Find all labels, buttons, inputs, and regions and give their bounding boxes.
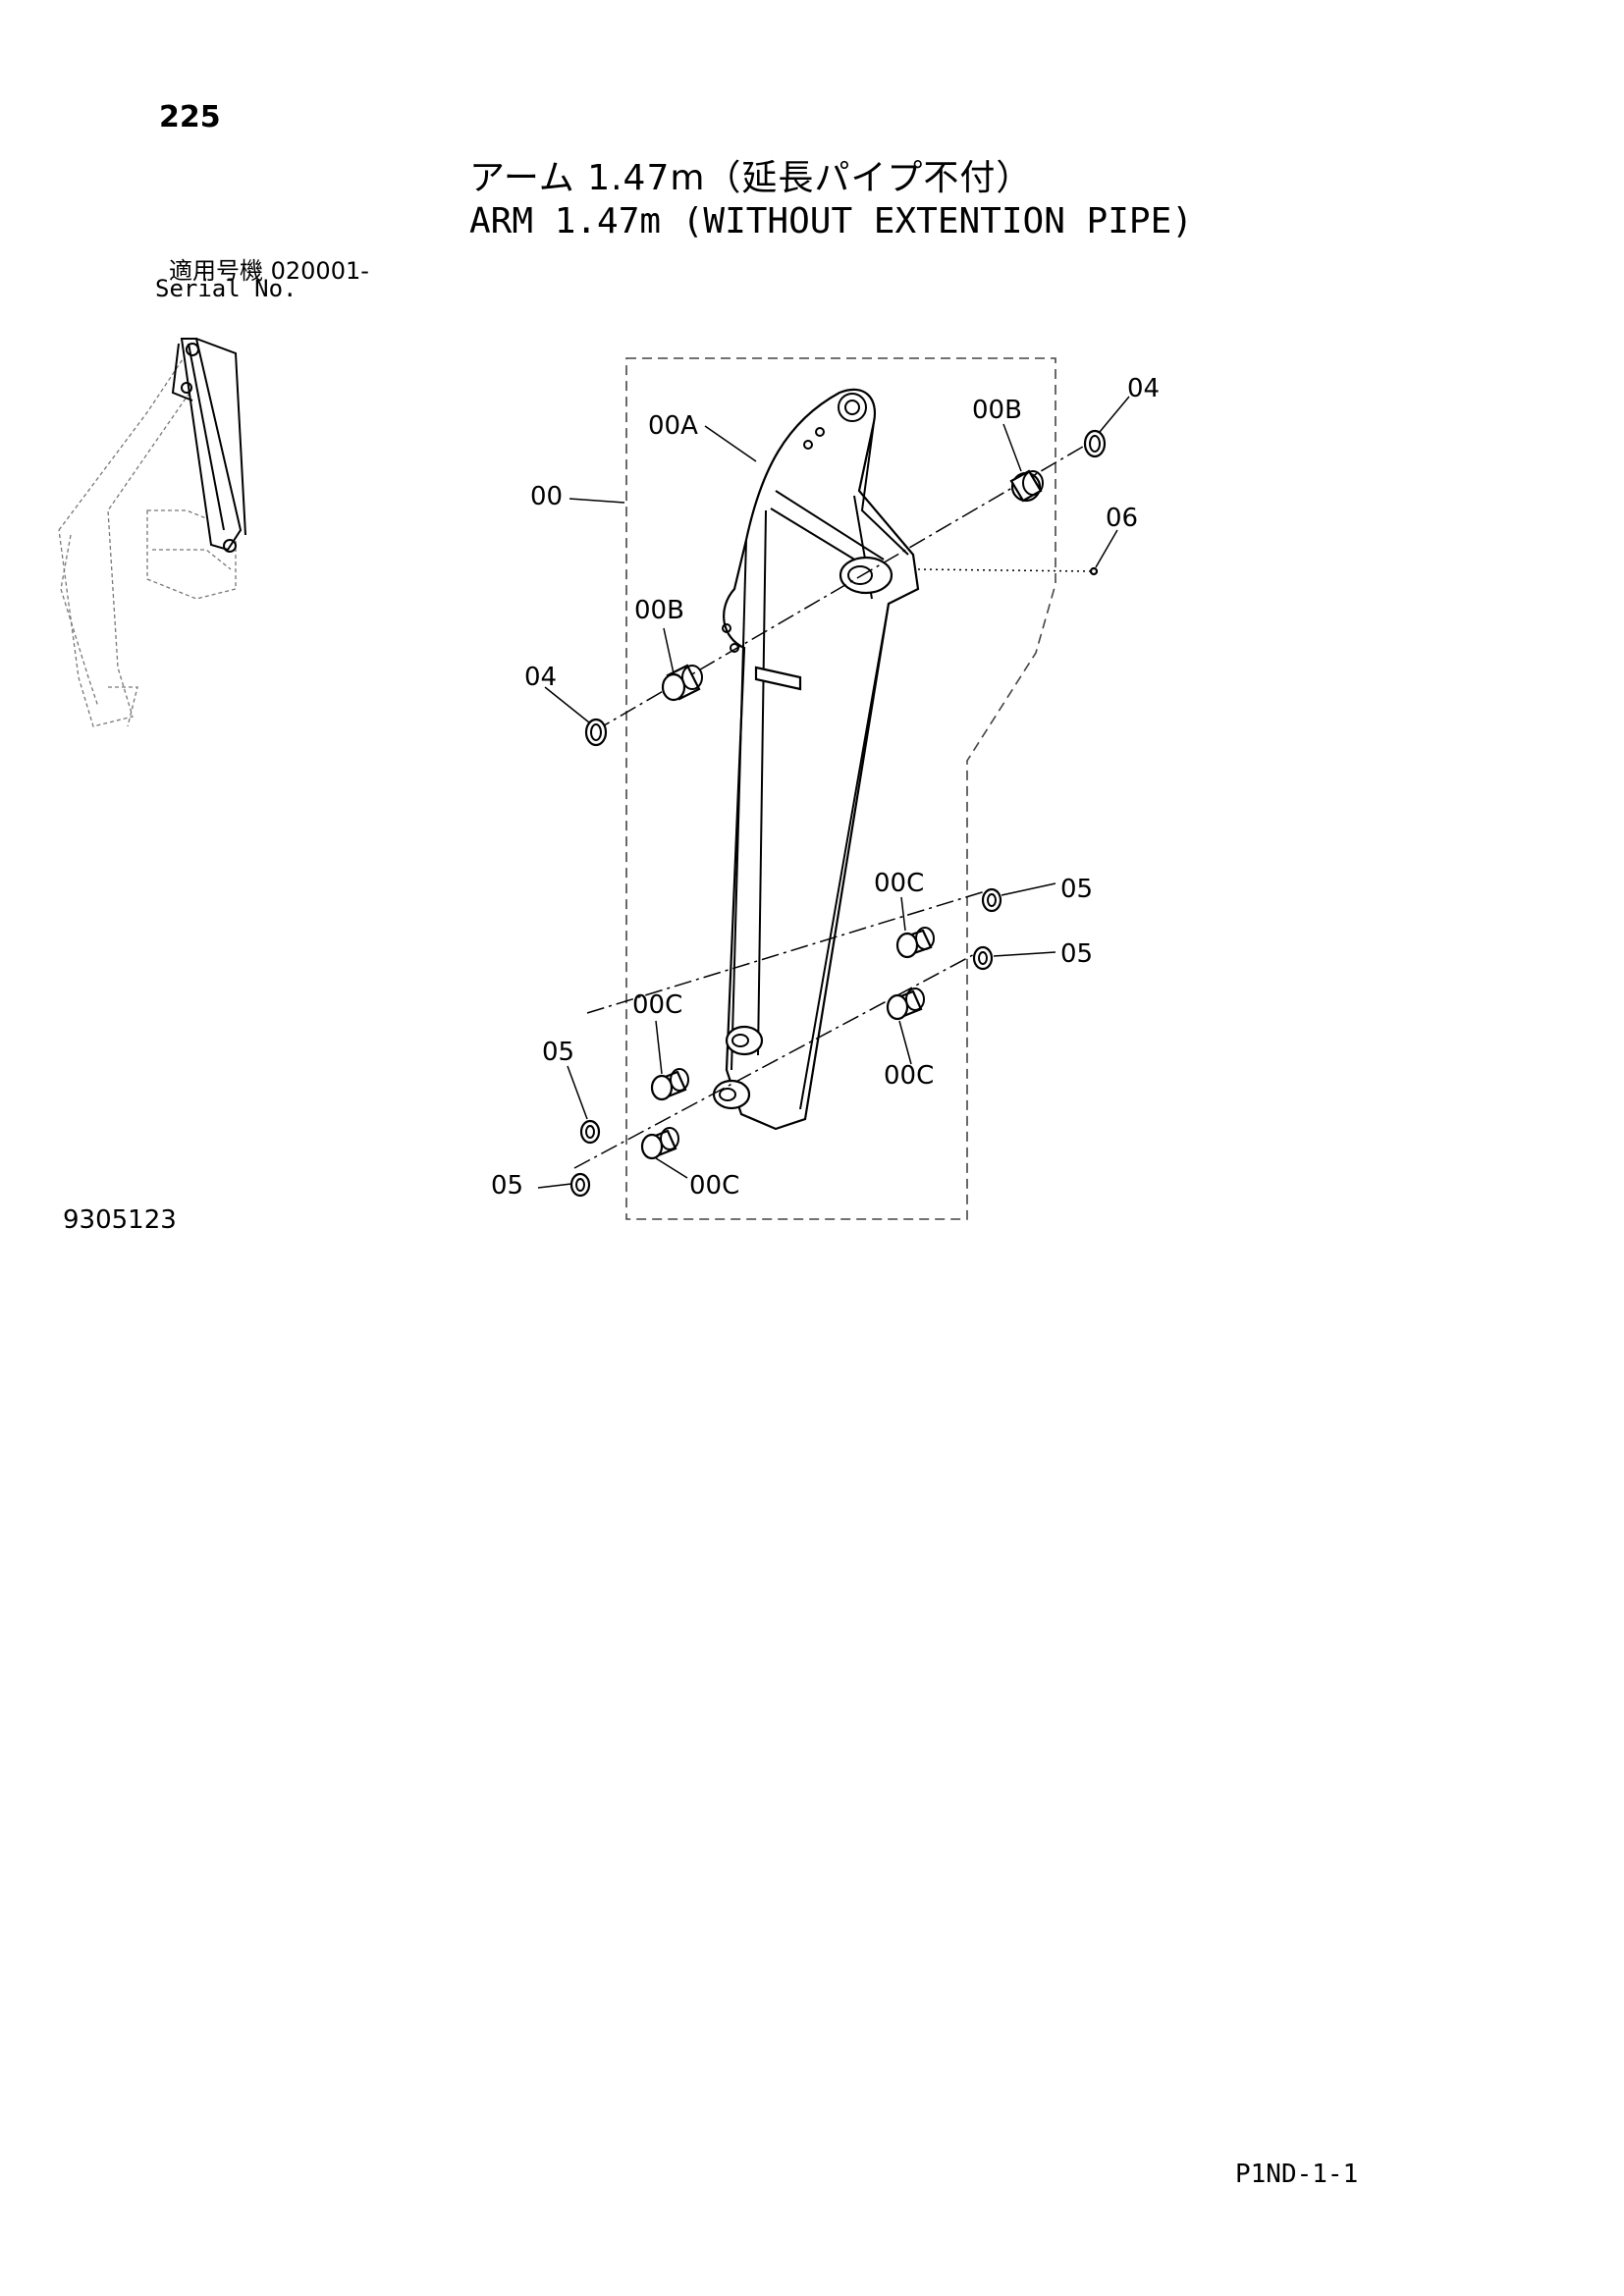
arm-body [712,388,920,1131]
parts [569,429,1107,1198]
figure-number: 9305123 [63,1205,177,1235]
part-labels: 00 00A 00B 04 06 00B 04 00C 05 05 00C 00… [491,374,1160,1201]
label-04-top: 04 [1127,374,1160,403]
page-code: P1ND-1-1 [1235,2160,1359,2189]
ring-05-right-1 [981,887,1002,913]
ring-04-upper [1083,429,1107,458]
excavator-thumbnail [58,338,246,727]
title-english: ARM 1.47m (WITHOUT EXTENTION PIPE) [469,201,1193,241]
label-00a: 00A [648,411,698,441]
label-05-right-2: 05 [1060,939,1093,969]
label-00c-left-2: 00C [689,1171,739,1201]
assembly-boundary [625,357,1056,1220]
ring-05-left-2 [569,1172,591,1198]
leader-lines [537,396,1130,1189]
label-06: 06 [1106,504,1138,533]
label-05-left-2: 05 [491,1171,523,1201]
serial-label-english: Serial No. [155,275,298,302]
label-05-left-1: 05 [542,1038,574,1067]
page-number: 225 [159,100,221,134]
label-00b-top: 00B [972,396,1022,425]
label-00c-right-2: 00C [884,1061,934,1091]
label-04-left: 04 [524,663,557,692]
ring-05-right-2 [972,945,994,971]
serial-label-japanese: 適用号機 020001- [169,257,369,285]
label-05-right-1: 05 [1060,875,1093,904]
ring-04-left [584,718,608,747]
ring-05-left-1 [579,1119,601,1145]
label-00c-left-1: 00C [632,990,682,1020]
label-00c-right-1: 00C [874,869,924,898]
label-00b-left: 00B [634,596,684,625]
label-00: 00 [530,482,563,511]
title-japanese: アーム 1.47m（延長パイプ不付） [469,158,1033,198]
plug-06 [1089,566,1099,576]
